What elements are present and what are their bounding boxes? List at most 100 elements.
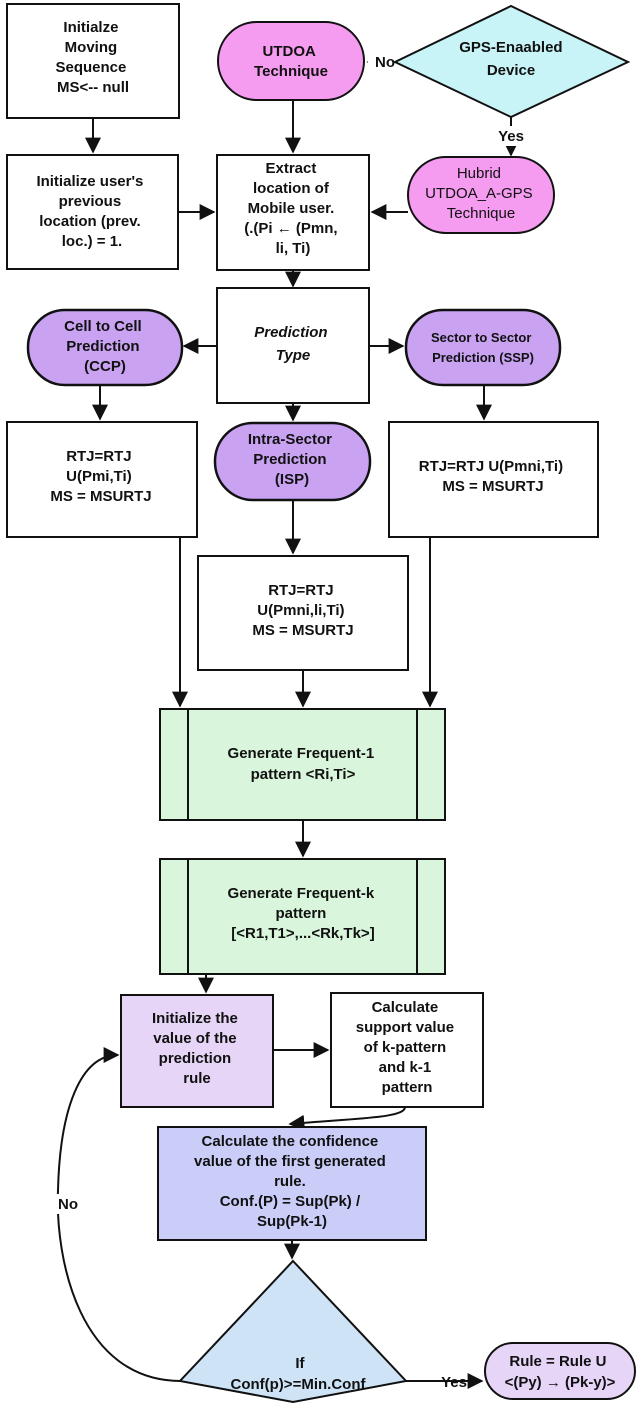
init-prev-line-3: location (prev. <box>39 213 140 230</box>
hybrid-line-3: Technique <box>447 205 515 222</box>
extract-line-3: Mobile user. <box>248 200 335 217</box>
freq1-line-2: pattern <Ri,Ti> <box>251 766 356 783</box>
svg-text:Extract location of: Extract location of Mobile user. (.(Pi ←… <box>244 160 342 257</box>
freqk-line-1: Generate Frequent-k <box>228 885 375 902</box>
init-rule-line-2: value of the <box>153 1030 236 1047</box>
conf-calc-line-1: Calculate the confidence <box>202 1133 379 1150</box>
support-line-4: and k-1 <box>379 1059 432 1076</box>
ccp-rtj-line-3: MS = MSURTJ <box>50 488 151 505</box>
init-ms-line-4: MS<-- null <box>57 79 129 96</box>
ssp-rtj-line-2: MS = MSURTJ <box>442 478 543 495</box>
gps-line-1: GPS-Enaabled <box>459 39 562 56</box>
gps-yes-label-bg <box>494 126 528 146</box>
svg-text:Generate Frequent-1 patt: Generate Frequent-1 pattern <Ri,Ti> <box>228 745 379 783</box>
node-generate-frequent-k: Generate Frequent-k pattern [<R1,T1>,...… <box>159 858 446 975</box>
freqk-line-3: [<R1,T1>,...<Rk,Tk>] <box>231 925 374 942</box>
ccp-line-3: (CCP) <box>84 358 126 375</box>
node-ccp: Cell to Cell Prediction (CCP) <box>26 308 184 387</box>
extract-line-5: li, Ti) <box>276 240 311 257</box>
decision-line-2: Conf(p)>=Min.Conf <box>231 1376 367 1393</box>
svg-text:Initialize the value of: Initialize the value of the prediction r… <box>152 1010 242 1087</box>
ccp-line-2: Prediction <box>66 338 139 355</box>
conf-calc-line-3: rule. <box>274 1173 306 1190</box>
node-isp: Intra-Sector Prediction (ISP) <box>213 421 372 502</box>
init-ms-line-2: Moving <box>65 39 118 56</box>
isp-line-1: Intra-Sector <box>248 431 332 448</box>
svg-text:Rule = Rule U <(Py) → (P: Rule = Rule U <(Py) → (Pk-y)> <box>505 1353 616 1391</box>
node-ssp: Sector to Sector Prediction (SSP) <box>404 308 562 387</box>
conf-calc-line-4: Conf.(P) = Sup(Pk) / <box>220 1193 361 1210</box>
svg-text:If Conf(p)>=Min.Conf: If Conf(p)>=Min.Conf <box>231 1355 367 1393</box>
init-rule-line-4: rule <box>183 1070 211 1087</box>
svg-text:GPS-Enaabled Device: GPS-Enaabled Device <box>459 39 567 79</box>
freq1-line-1: Generate Frequent-1 <box>228 745 375 762</box>
gps-no-label-bg <box>368 52 402 72</box>
init-prev-line-4: loc.) = 1. <box>62 233 122 250</box>
ssp-line-1: Sector to Sector <box>431 330 531 345</box>
conf-calc-line-2: value of the first generated <box>194 1153 386 1170</box>
edge-support-conf <box>288 1106 406 1131</box>
node-gps-enabled-decision: GPS-Enaabled Device <box>392 4 631 119</box>
extract-line-2: location of <box>253 180 330 197</box>
node-init-previous-location: Initialize user's previous location (pre… <box>6 154 179 270</box>
node-ccp-rtj: RTJ=RTJ U(Pmi,Ti) MS = MSURTJ <box>6 421 198 538</box>
node-extract-location: Extract location of Mobile user. (.(Pi ←… <box>216 154 370 271</box>
init-rule-line-1: Initialize the <box>152 1010 238 1027</box>
svg-text:Prediction Type: Prediction Type <box>254 324 332 364</box>
isp-line-2: Prediction <box>253 451 326 468</box>
svg-text:Cell to Cell Prediction: Cell to Cell Prediction (CCP) <box>64 318 146 375</box>
gps-yes-label: Yes <box>498 128 524 145</box>
isp-rtj-line-2: U(Pmni,li,Ti) <box>257 602 344 619</box>
edge-labels: No Yes No Yes <box>52 52 528 1391</box>
gps-line-2: Device <box>487 62 535 79</box>
support-line-2: support value <box>356 1019 454 1036</box>
node-generate-frequent-1: Generate Frequent-1 pattern <Ri,Ti> <box>159 708 446 821</box>
support-line-5: pattern <box>382 1079 433 1096</box>
utdoa-line-2: Technique <box>254 63 328 80</box>
gps-no-label: No <box>375 54 395 71</box>
edges <box>56 54 519 1389</box>
node-rule-result: Rule = Rule U <(Py) → (Pk-y)> <box>484 1342 636 1400</box>
ccp-rtj-line-1: RTJ=RTJ <box>66 448 131 465</box>
extract-line-1: Extract <box>265 160 316 177</box>
node-calculate-confidence: Calculate the confidence value of the fi… <box>157 1126 427 1241</box>
svg-text:Intra-Sector Prediction: Intra-Sector Prediction (ISP) <box>248 431 336 488</box>
isp-rtj-line-1: RTJ=RTJ <box>268 582 333 599</box>
svg-text:UTDOA Technique: UTDOA Technique <box>254 43 328 80</box>
svg-text:Calculate support value: Calculate support value of k-pattern and… <box>356 999 459 1096</box>
init-rule-line-3: prediction <box>159 1050 232 1067</box>
node-utdoa-technique: UTDOA Technique <box>217 21 365 101</box>
support-line-1: Calculate <box>372 999 439 1016</box>
support-line-3: of k-pattern <box>364 1039 447 1056</box>
extract-line-4: (.(Pi ← (Pmn, <box>244 220 337 237</box>
svg-text:Hubrid UTDOA_A-GPS: Hubrid UTDOA_A-GPS Technique <box>425 165 537 222</box>
isp-line-3: (ISP) <box>275 471 309 488</box>
svg-text:Initialze Moving S: Initialze Moving Sequence MS<-- null <box>55 19 130 96</box>
hybrid-line-2: UTDOA_A-GPS <box>425 185 533 202</box>
utdoa-line-1: UTDOA <box>263 43 316 60</box>
node-calculate-support: Calculate support value of k-pattern and… <box>330 992 484 1108</box>
rule-result-line-1: Rule = Rule U <box>509 1353 606 1370</box>
conf-yes-label: Yes <box>441 1374 467 1391</box>
rule-result-line-2: <(Py) → (Pk-y)> <box>505 1374 616 1391</box>
ssp-rtj-line-1: RTJ=RTJ U(Pmni,Ti) <box>419 458 563 475</box>
svg-text:Generate Frequent-k patt: Generate Frequent-k pattern [<R1,T1>,...… <box>228 885 379 942</box>
svg-text:RTJ=RTJ U(Pmi,Ti): RTJ=RTJ U(Pmi,Ti) MS = MSURTJ <box>50 448 151 505</box>
node-init-moving-sequence: Initialze Moving Sequence MS<-- null <box>6 3 180 119</box>
node-confidence-decision: If Conf(p)>=Min.Conf <box>178 1259 408 1404</box>
init-ms-line-3: Sequence <box>55 59 126 76</box>
node-hybrid-technique: Hubrid UTDOA_A-GPS Technique <box>407 156 555 234</box>
isp-rtj-line-3: MS = MSURTJ <box>252 622 353 639</box>
predtype-line-2: Type <box>276 347 310 364</box>
conf-no-label: No <box>58 1196 78 1213</box>
decision-line-1: If <box>295 1355 305 1372</box>
svg-text:Calculate the confidence: Calculate the confidence value of the fi… <box>194 1133 390 1230</box>
conf-no-label-bg <box>52 1194 82 1214</box>
freqk-line-2: pattern <box>275 905 326 922</box>
decision-diamond-shape <box>178 1259 408 1404</box>
svg-text:RTJ=RTJ U(Pmni,li,Ti): RTJ=RTJ U(Pmni,li,Ti) MS = MSURTJ <box>252 582 353 639</box>
node-initialize-rule: Initialize the value of the prediction r… <box>120 994 274 1108</box>
node-ssp-rtj: RTJ=RTJ U(Pmni,Ti) MS = MSURTJ <box>388 421 599 538</box>
init-prev-line-2: previous <box>59 193 122 210</box>
